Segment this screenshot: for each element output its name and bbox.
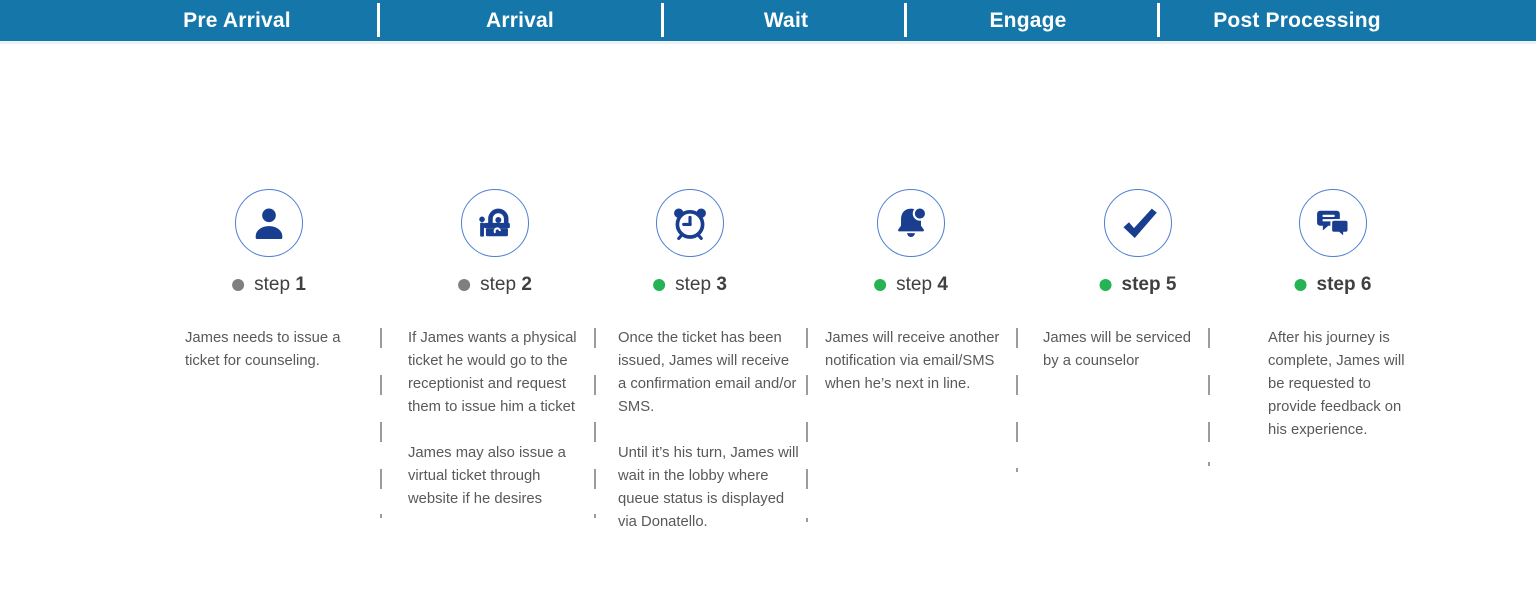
column-separator: [380, 328, 382, 518]
phase-wait: Wait: [763, 9, 809, 32]
column-separator: [594, 328, 596, 518]
alarm-clock-icon: [674, 208, 706, 240]
step2-icon-circle: [461, 189, 529, 257]
step1-icon-circle: [235, 189, 303, 257]
status-dot: [232, 279, 245, 291]
step6-description: After his journey is complete, James wil…: [1268, 327, 1418, 442]
status-dot: [874, 279, 887, 291]
column-separator: [1016, 328, 1018, 472]
step4-label: step 4: [874, 274, 948, 296]
step-paragraph: James will receive another notification …: [825, 330, 1000, 392]
step-label-text: step 3: [675, 274, 727, 295]
chat-feedback-icon: [1317, 210, 1350, 240]
step1-description: James needs to issue a ticket for counse…: [185, 327, 357, 373]
phase-arrival: Arrival: [486, 9, 554, 32]
step1-label: step 1: [232, 274, 306, 296]
step3-description: Once the ticket has been issued, James w…: [618, 327, 800, 534]
step2-label: step 2: [458, 274, 532, 296]
step-paragraph: If James wants a physical ticket he woul…: [408, 330, 577, 415]
checkmark-icon: [1123, 208, 1157, 238]
notification-bell-icon: [898, 206, 928, 237]
step5-description: James will be serviced by a counselor: [1043, 327, 1203, 373]
phase-engage: Engage: [989, 9, 1067, 32]
status-dot: [653, 279, 666, 291]
step5-icon-circle: [1104, 189, 1172, 257]
step4-description: James will receive another notification …: [825, 327, 1009, 396]
reception-desk-icon: [479, 208, 510, 237]
step-label-text: step 2: [480, 274, 532, 295]
phase-divider: [661, 3, 664, 37]
step-label-text: step 4: [896, 274, 948, 295]
step6-icon-circle: [1299, 189, 1367, 257]
step-paragraph: James may also issue a virtual ticket th…: [408, 445, 566, 507]
step-label-text: step 6: [1316, 274, 1372, 295]
step-paragraph: After his journey is complete, James wil…: [1268, 330, 1405, 438]
status-dot: [1099, 279, 1112, 291]
step-paragraph: James will be serviced by a counselor: [1043, 330, 1192, 369]
step6-label: step 6: [1294, 274, 1372, 296]
step3-label: step 3: [653, 274, 727, 296]
phase-divider: [904, 3, 907, 37]
phase-header-bar: Pre Arrival Arrival Wait Engage Post Pro…: [0, 0, 1536, 44]
step-label-text: step 5: [1121, 274, 1177, 295]
phase-divider: [377, 3, 380, 37]
step5-label: step 5: [1099, 274, 1177, 296]
column-separator: [1208, 328, 1210, 466]
step-paragraph: James needs to issue a ticket for counse…: [185, 330, 341, 369]
phase-pre-arrival: Pre Arrival: [183, 9, 291, 32]
status-dot: [1294, 279, 1307, 291]
phase-divider: [1157, 3, 1160, 37]
person-icon: [255, 208, 283, 239]
phase-post-processing: Post Processing: [1213, 9, 1381, 32]
step3-icon-circle: [656, 189, 724, 257]
step2-description: If James wants a physical ticket he woul…: [408, 327, 588, 511]
column-separator: [806, 328, 808, 522]
step-label-text: step 1: [254, 274, 306, 295]
step4-icon-circle: [877, 189, 945, 257]
status-dot: [458, 279, 471, 291]
step-paragraph: Once the ticket has been issued, James w…: [618, 330, 797, 415]
step-paragraph: Until it’s his turn, James will wait in …: [618, 445, 799, 530]
